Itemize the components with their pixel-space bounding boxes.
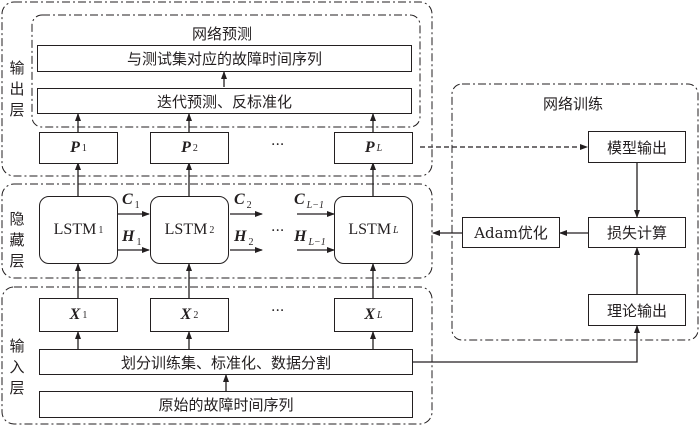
output-p2-var: P bbox=[181, 139, 191, 156]
input-x1-var: X bbox=[69, 306, 81, 323]
input-x2-var: X bbox=[180, 306, 192, 323]
output-ellipsis: ··· bbox=[271, 137, 285, 153]
theory-output-text: 理论输出 bbox=[606, 301, 667, 320]
adam-optimizer-box: Adam优化 bbox=[462, 217, 560, 248]
output-layer-label: 输出层 bbox=[9, 59, 25, 119]
raw-series-box: 原始的故障时间序列 bbox=[39, 391, 413, 418]
training-title: 网络训练 bbox=[543, 95, 604, 113]
result-series-box: 与测试集对应的故障时间序列 bbox=[37, 45, 412, 72]
lstm-cell-l-sub: L bbox=[393, 224, 399, 236]
loss-calc-box: 损失计算 bbox=[588, 217, 686, 248]
iterative-predict-box: 迭代预测、反标准化 bbox=[37, 88, 412, 114]
theory-output-box: 理论输出 bbox=[588, 294, 686, 326]
input-xl-sub: L bbox=[377, 309, 383, 321]
input-layer-frame bbox=[1, 286, 433, 425]
output-p2-sub: 2 bbox=[192, 142, 198, 154]
output-p1-var: P bbox=[70, 139, 80, 156]
model-output-text: 模型输出 bbox=[606, 138, 667, 157]
arrow-pre-to-theory bbox=[413, 325, 640, 363]
lstm-cell-1-name: LSTM bbox=[53, 221, 97, 238]
loss-calc-text: 损失计算 bbox=[606, 224, 667, 242]
output-pl-sub: L bbox=[376, 142, 383, 154]
adam-optimizer-text: Adam优化 bbox=[474, 224, 548, 242]
lstm-cell-2-name: LSTM bbox=[164, 221, 208, 238]
prediction-frame bbox=[31, 14, 421, 128]
prediction-title: 网络预测 bbox=[192, 25, 253, 43]
input-x2-sub: 2 bbox=[193, 309, 199, 321]
hidden-ellipsis: ··· bbox=[271, 223, 285, 239]
raw-series-text: 原始的故障时间序列 bbox=[158, 396, 294, 414]
iterative-predict-text: 迭代预测、反标准化 bbox=[156, 92, 292, 111]
training-frame bbox=[451, 83, 699, 341]
lstm-cell-2-sub: 2 bbox=[209, 224, 215, 236]
output-pl-var: P bbox=[364, 139, 375, 156]
input-xl-var: X bbox=[364, 306, 376, 323]
preprocess-text: 划分训练集、标准化、数据分割 bbox=[120, 353, 331, 372]
lstm-cell-1-sub: 1 bbox=[98, 224, 104, 236]
lstm-cell-l-name: LSTM bbox=[348, 221, 392, 238]
output-p1-sub: 1 bbox=[81, 142, 87, 154]
hidden-layer-label: 隐藏层 bbox=[9, 210, 25, 270]
input-x1-sub: 1 bbox=[82, 309, 88, 321]
output-layer-frame bbox=[1, 1, 433, 177]
input-ellipsis: ··· bbox=[271, 303, 285, 319]
result-series-text: 与测试集对应的故障时间序列 bbox=[126, 50, 322, 68]
preprocess-box: 划分训练集、标准化、数据分割 bbox=[39, 349, 413, 375]
input-layer-label: 输入层 bbox=[9, 337, 25, 397]
model-output-box: 模型输出 bbox=[588, 131, 686, 163]
